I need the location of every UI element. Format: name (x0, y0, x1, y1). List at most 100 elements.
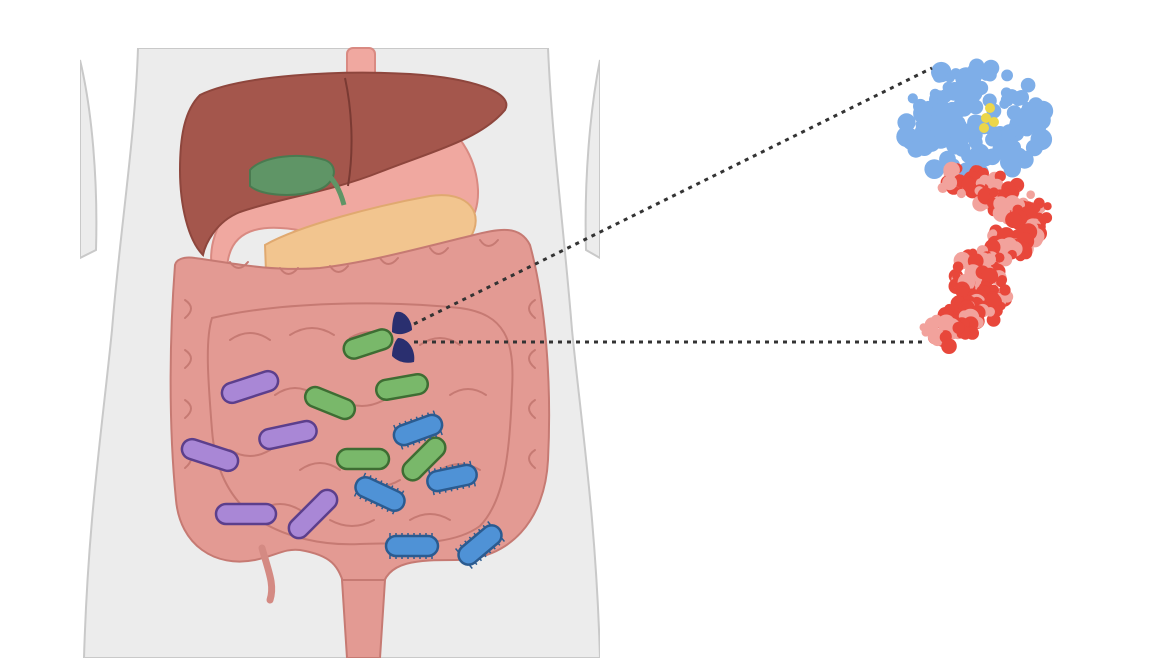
protein-atom (937, 314, 955, 332)
flagellum (432, 410, 436, 415)
torso-right-arm (584, 59, 600, 260)
protein-atom (924, 159, 945, 180)
bacterium-icon (454, 521, 506, 569)
protein-atom (1043, 202, 1052, 211)
phage-upper (392, 311, 412, 335)
protein-atom (952, 261, 964, 273)
flagellum (469, 564, 473, 569)
bacterium-icon (401, 436, 447, 482)
gallbladder-icon (249, 154, 335, 196)
bacterium-icon (392, 410, 444, 450)
bacterium-body (342, 328, 394, 360)
protein-atom (929, 88, 941, 100)
protein-atom (1014, 90, 1029, 105)
ligand-atom (985, 103, 995, 113)
bacterium-body (384, 534, 440, 558)
flagellum (487, 521, 491, 526)
protein-atom (897, 113, 916, 132)
flagellum (400, 445, 404, 450)
protein-atom (997, 275, 1008, 285)
leader-line-top (413, 66, 933, 326)
bacterium-body (303, 385, 357, 421)
protein-atom (945, 82, 965, 101)
bacterium-icon (180, 437, 240, 473)
intestine-fold (528, 449, 536, 469)
flagellum (353, 492, 357, 497)
protein-atom (918, 114, 936, 131)
flagellum (432, 491, 435, 496)
appendix-icon (258, 544, 276, 604)
intestine-fold (229, 261, 249, 269)
protein-atom (1003, 160, 1021, 178)
flagellum (393, 424, 396, 429)
bacterium-body (374, 372, 430, 402)
bacterium-body (287, 488, 339, 540)
flagellum (469, 460, 472, 465)
bacterium-body (214, 502, 278, 526)
intestine-fold (528, 299, 536, 319)
bacterium-body (335, 447, 391, 471)
protein-atom (977, 152, 988, 163)
bacterium-icon (287, 488, 339, 540)
protein-atom (968, 135, 983, 150)
flagellum (428, 469, 431, 474)
protein-atom (936, 102, 954, 120)
flagellum (440, 431, 443, 436)
bacterium-body (426, 463, 478, 493)
intestine-fold (379, 257, 399, 265)
protein-atom (989, 187, 999, 198)
bacterium-body (220, 369, 280, 405)
protein-atom (968, 99, 984, 115)
protein-atom (1000, 93, 1014, 107)
bacterium-icon (384, 533, 440, 559)
protein-atom (980, 68, 993, 81)
protein-atom (989, 229, 998, 238)
protein-atom (984, 239, 1001, 256)
rectum-icon (340, 579, 387, 658)
flagellum (363, 472, 367, 477)
protein-atom (1000, 138, 1012, 150)
protein-atom (969, 58, 985, 74)
bacterium-body (392, 413, 444, 447)
protein-atom (994, 252, 1005, 263)
protein-atom (956, 188, 967, 199)
protein-atom (967, 114, 983, 130)
flagellum (473, 482, 476, 487)
intestine-fold (449, 388, 487, 396)
intestine-fold (289, 327, 335, 336)
protein-atom (1001, 69, 1013, 82)
ligand-atom (981, 113, 991, 123)
intestine-fold (329, 519, 375, 527)
bile-duct (320, 167, 347, 206)
intestine-fold (329, 265, 349, 273)
protein-structure-icon (896, 58, 1054, 355)
torso-left-arm (80, 59, 98, 260)
intestine-fold (184, 399, 192, 419)
bacterium-icon (374, 372, 430, 402)
intestine-fold (479, 239, 499, 247)
liver-lobe-line (344, 77, 353, 187)
protein-atom (943, 161, 960, 179)
bacterium-body (457, 524, 503, 566)
bacterium-icon (220, 369, 280, 405)
phage-lower (392, 338, 415, 363)
bacterium-icon (426, 460, 478, 496)
protein-atom (1020, 77, 1036, 93)
ligand-atom (989, 117, 999, 127)
intestine-fold (439, 463, 481, 471)
protein-atom (1029, 142, 1043, 156)
ligand-atom (979, 123, 989, 133)
protein-atom (927, 328, 945, 345)
protein-atom (1021, 102, 1034, 114)
intestine-fold (184, 299, 192, 319)
protein-atom (981, 267, 999, 285)
intestine-fold (299, 462, 341, 471)
intestine-fold (409, 513, 451, 521)
bacterium-body (401, 436, 447, 482)
protein-atom (961, 177, 976, 192)
protein-atom (985, 132, 1000, 147)
protein-atom (950, 68, 962, 80)
intestine-fold (429, 247, 449, 255)
bacterium-icon (258, 419, 318, 451)
